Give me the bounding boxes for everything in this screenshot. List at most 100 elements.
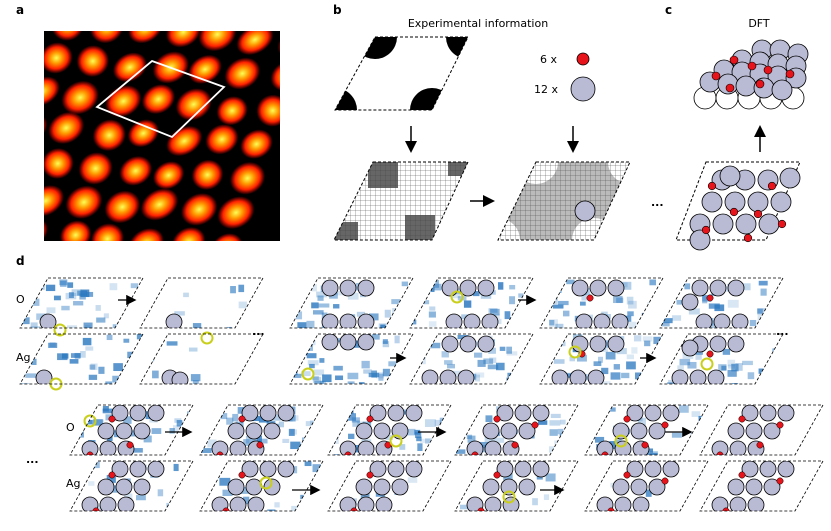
dft-cell: [675, 161, 801, 251]
oxygen-atom: [108, 471, 116, 479]
highlight-ring: [83, 414, 97, 428]
silver-atom: [227, 478, 245, 496]
oxygen-atom: [756, 441, 764, 449]
oxygen-atom: [623, 415, 631, 423]
search-step-cell: [19, 333, 144, 391]
stm-blob: [76, 45, 109, 78]
stm-image: [44, 31, 280, 241]
silver-atom: [375, 496, 393, 511]
silver-atom: [514, 461, 532, 478]
silver-atom: [502, 496, 520, 511]
oxygen-atom: [706, 294, 714, 302]
silver-atom: [405, 461, 423, 478]
silver-atom: [681, 293, 699, 311]
silver-atom: [357, 496, 375, 511]
stm-blob: [78, 152, 113, 185]
search-step-cell: [699, 460, 824, 512]
search-step-cell: [199, 460, 324, 512]
silver-atom: [711, 440, 729, 455]
dft-oxygen-atom: [785, 69, 795, 79]
oxygen-atom: [493, 471, 501, 479]
silver-atom: [777, 461, 795, 478]
silver-atom: [115, 422, 133, 440]
oxygen-count: 6 x: [540, 53, 557, 66]
silver-atom: [355, 478, 373, 496]
silver-atom: [35, 369, 53, 384]
oxygen-atom: [366, 415, 374, 423]
silver-atom: [707, 369, 725, 384]
silver-atom: [133, 422, 151, 440]
search-step-cell: [659, 333, 784, 385]
dft-silver-atom: [771, 79, 793, 101]
ellipsis-b: ...: [651, 196, 664, 209]
search-step-cell: [454, 460, 579, 512]
silver-atom: [263, 422, 281, 440]
silver-atom: [481, 313, 499, 328]
silver-atom: [518, 422, 536, 440]
silver-atom: [763, 422, 781, 440]
stm-blob: [236, 31, 274, 56]
search-step-cell: [409, 333, 534, 385]
search-step-cell: [69, 460, 194, 512]
silver-atom: [763, 478, 781, 496]
stm-blob: [44, 42, 73, 74]
silver-atom: [39, 313, 57, 328]
silver-atom: [662, 461, 680, 478]
silver-atom: [648, 478, 666, 496]
row-label-o-1: O: [16, 293, 25, 306]
silver-atom: [129, 405, 147, 422]
silver-atom: [589, 279, 607, 297]
highlight-ring: [700, 357, 714, 371]
stm-blob: [51, 31, 84, 41]
dft-cell-silver: [701, 191, 723, 213]
silver-atom: [614, 496, 632, 511]
silver-atom: [551, 369, 569, 384]
silver-atom: [229, 496, 247, 511]
ellipsis-d-2: ...: [776, 325, 789, 338]
silver-atom: [245, 422, 263, 440]
dft-cell-silver: [712, 213, 734, 235]
stm-blob: [205, 124, 239, 155]
silver-atom: [441, 335, 459, 353]
search-step-cell: [584, 460, 709, 512]
silver-atom: [129, 461, 147, 478]
experimental-cell: [334, 36, 469, 111]
silver-atom: [111, 461, 129, 478]
silver-atom: [745, 422, 763, 440]
silver-atom: [97, 422, 115, 440]
oxygen-atom: [776, 477, 784, 485]
silver-atom: [321, 313, 339, 328]
dft-cell-silver: [758, 213, 780, 235]
silver-atom: [612, 422, 630, 440]
oxygen-atom: [661, 421, 669, 429]
silver-atom: [457, 369, 475, 384]
highlight-ring: [614, 434, 628, 448]
silver-atom: [532, 405, 550, 422]
search-step-cell: [454, 404, 579, 456]
silver-atom: [439, 369, 457, 384]
highlight-ring: [301, 367, 315, 381]
search-step-cell: [659, 277, 784, 329]
unit-cell-outline: [95, 59, 226, 139]
silver-atom: [477, 335, 495, 353]
oxygen-legend-icon: [576, 52, 590, 66]
dft-oxygen-atom: [729, 55, 739, 65]
highlight-ring: [259, 476, 273, 490]
silver-atom: [247, 496, 265, 511]
oxygen-atom: [108, 415, 116, 423]
search-step-cell: [409, 277, 534, 329]
dft-cell-silver: [779, 167, 801, 189]
silver-atom: [626, 405, 644, 422]
silver-atom: [607, 335, 625, 353]
silver-atom: [263, 478, 281, 496]
silver-atom: [211, 440, 229, 455]
silver-atom: [741, 461, 759, 478]
silver-atom: [405, 405, 423, 422]
stm-blob: [153, 161, 185, 190]
silver-atom: [459, 335, 477, 353]
silver-atom: [99, 496, 117, 511]
silver-atom: [245, 478, 263, 496]
oxygen-atom: [623, 471, 631, 479]
silver-atom: [477, 279, 495, 297]
search-step-cell: [327, 404, 452, 456]
